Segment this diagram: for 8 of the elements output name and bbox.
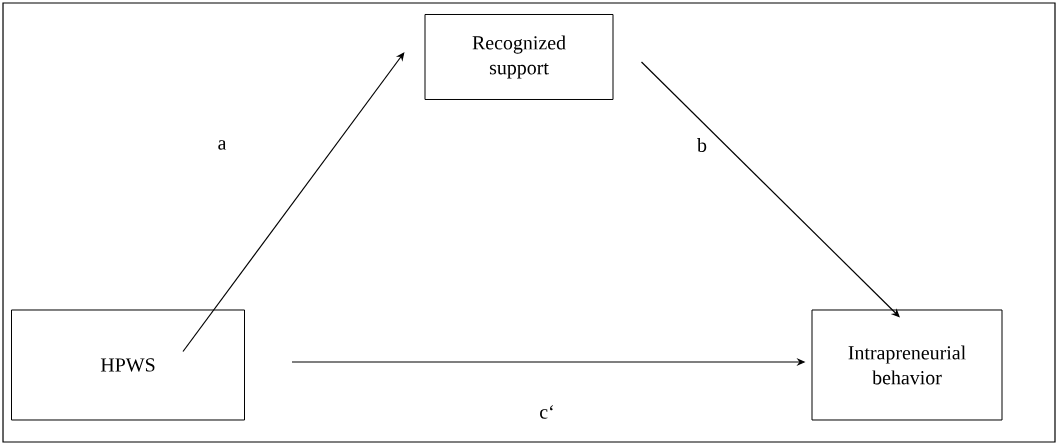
edge-label: b: [696, 137, 708, 153]
arrow: [640, 61, 900, 318]
variable-box: Recognized support: [424, 14, 614, 100]
edge-label: c‘: [538, 404, 556, 420]
variable-box: HPWS: [11, 309, 245, 421]
edge-label: a: [216, 139, 228, 151]
variable-box: Intrapreneurial behavior: [811, 309, 1003, 421]
arrow: [182, 52, 405, 353]
